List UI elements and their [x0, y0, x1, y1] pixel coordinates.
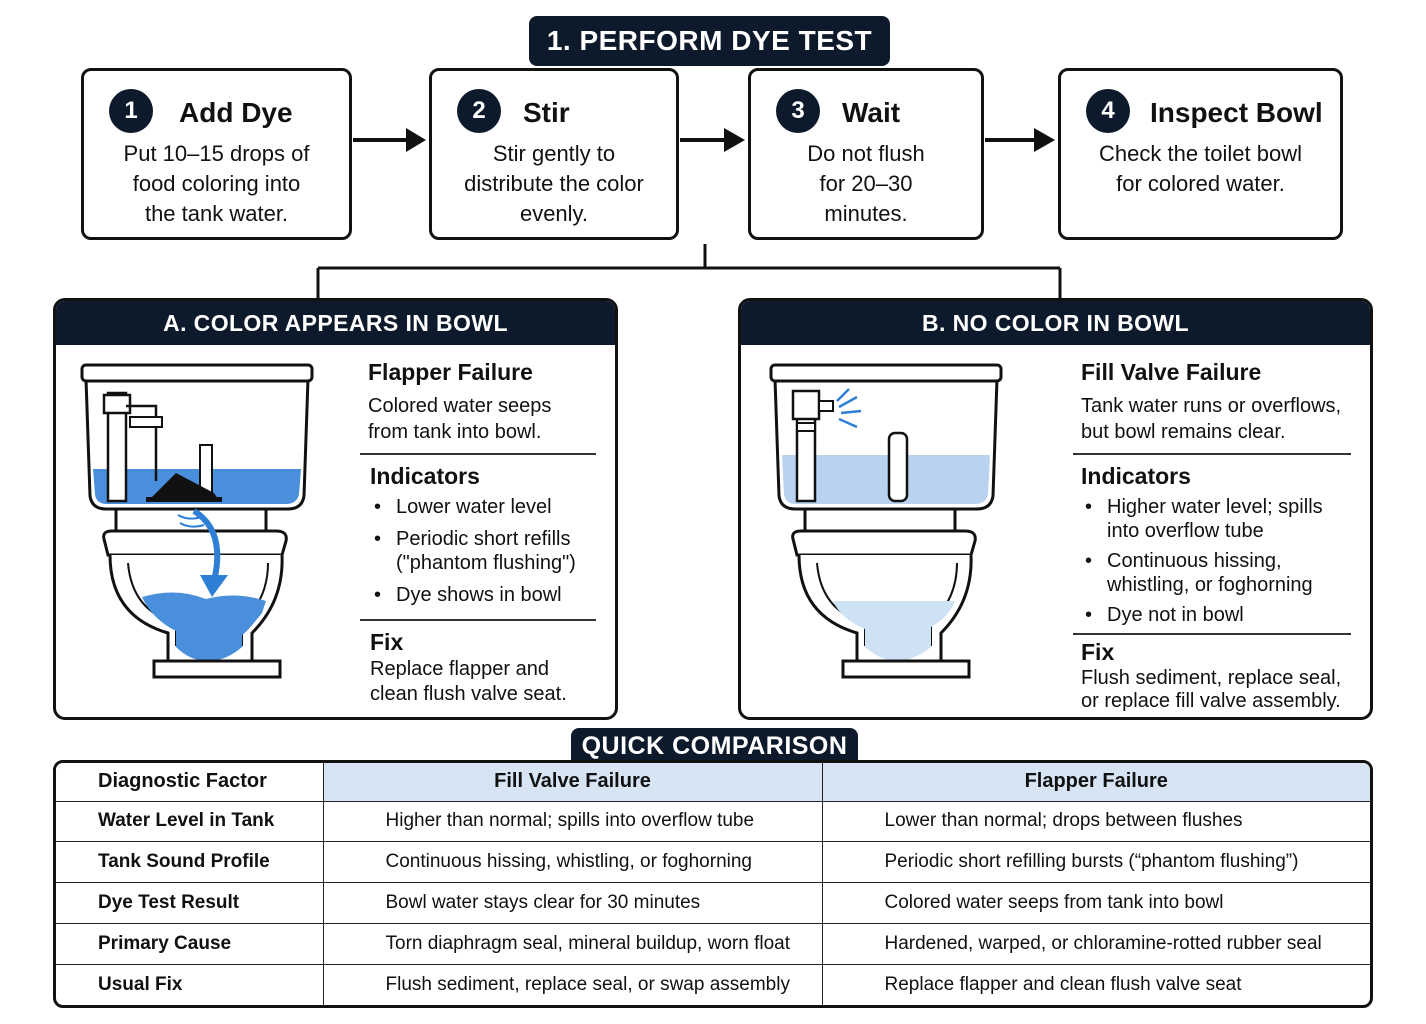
panel-no-color: B. NO COLOR IN BOWL Fill Valve Failure T…: [738, 298, 1373, 720]
main-title: 1. PERFORM DYE TEST: [529, 16, 890, 66]
table-cell: Hardened, warped, or chloramine-rotted r…: [821, 923, 1370, 966]
step-number: 4: [1086, 89, 1130, 133]
table-cell: Lower than normal; drops between flushes: [821, 800, 1370, 843]
toilet-clear-illustration: [769, 363, 1003, 679]
table-header-row: Diagnostic Factor Fill Valve Failure Fla…: [56, 763, 1370, 802]
column-header: Flapper Failure: [821, 763, 1370, 802]
table-row: Tank Sound Profile Continuous hissing, w…: [56, 841, 1370, 884]
fix-description: Flush sediment, replace seal,or replace …: [1081, 667, 1342, 712]
failure-description: Tank water runs or overflows,but bowl re…: [1081, 395, 1342, 443]
failure-title: Fill Valve Failure: [1081, 359, 1262, 385]
table-cell: Primary Cause: [56, 923, 324, 966]
indicators-list: Higher water level; spills into overflow…: [1081, 495, 1331, 627]
list-item: Lower water level: [370, 495, 600, 519]
step-title: Inspect Bowl: [1150, 97, 1323, 128]
list-item: Dye shows in bowl: [370, 583, 600, 607]
column-header: Diagnostic Factor: [56, 763, 324, 802]
list-item: Periodic short refills ("phantom flushin…: [370, 527, 600, 575]
panel-header: B. NO COLOR IN BOWL: [741, 301, 1370, 345]
spray-icon: [836, 388, 862, 429]
column-header: Fill Valve Failure: [322, 763, 823, 802]
table-cell: Colored water seeps from tank into bowl: [821, 882, 1370, 925]
branch-connector: [316, 244, 1062, 299]
flow-connectors: [316, 128, 1062, 299]
table-cell: Usual Fix: [56, 964, 324, 1005]
step-number: 3: [776, 89, 820, 133]
table-row: Usual Fix Flush sediment, replace seal, …: [56, 964, 1370, 1005]
step-title: Wait: [842, 97, 901, 128]
step-title: Stir: [523, 97, 570, 128]
divider: [360, 619, 596, 621]
fix-title: Fix: [1081, 639, 1115, 665]
table-cell: Replace flapper and clean flush valve se…: [821, 964, 1370, 1005]
step-number: 2: [457, 89, 501, 133]
comparison-table: Diagnostic Factor Fill Valve Failure Fla…: [53, 760, 1373, 1008]
table-row: Water Level in Tank Higher than normal; …: [56, 800, 1370, 843]
table-row: Primary Cause Torn diaphragm seal, miner…: [56, 923, 1370, 966]
list-item: Continuous hissing, whistling, or foghor…: [1081, 549, 1331, 597]
indicators-title: Indicators: [370, 463, 480, 489]
panel-color-appears: A. COLOR APPEARS IN BOWL Flapper Failure…: [53, 298, 618, 720]
table-cell: Bowl water stays clear for 30 minutes: [322, 882, 823, 925]
table-cell: Tank Sound Profile: [56, 841, 324, 884]
arrow-icon: [985, 128, 1055, 152]
step-title: Add Dye: [179, 97, 293, 128]
arrow-icon: [353, 128, 426, 152]
divider: [1073, 633, 1351, 635]
comparison-title: QUICK COMPARISON: [571, 728, 858, 764]
table-cell: Flush sediment, replace seal, or swap as…: [322, 964, 823, 1005]
step-number: 1: [109, 89, 153, 133]
fix-title: Fix: [370, 629, 404, 655]
toilet-leaking-illustration: [80, 363, 314, 679]
divider: [1073, 453, 1351, 455]
indicators-list: Lower water level Periodic short refills…: [370, 495, 600, 607]
indicators-title: Indicators: [1081, 463, 1191, 489]
table-cell: Dye Test Result: [56, 882, 324, 925]
list-item: Dye not in bowl: [1081, 603, 1331, 627]
list-item: Higher water level; spills into overflow…: [1081, 495, 1331, 543]
table-cell: Torn diaphragm seal, mineral buildup, wo…: [322, 923, 823, 966]
table-cell: Water Level in Tank: [56, 800, 324, 843]
table-row: Dye Test Result Bowl water stays clear f…: [56, 882, 1370, 925]
arrow-icon: [680, 128, 745, 152]
table-cell: Periodic short refilling bursts (“phanto…: [821, 841, 1370, 884]
table-cell: Continuous hissing, whistling, or foghor…: [322, 841, 823, 884]
failure-title: Flapper Failure: [368, 359, 533, 385]
divider: [360, 453, 596, 455]
panel-header: A. COLOR APPEARS IN BOWL: [56, 301, 615, 345]
table-cell: Higher than normal; spills into overflow…: [322, 800, 823, 843]
